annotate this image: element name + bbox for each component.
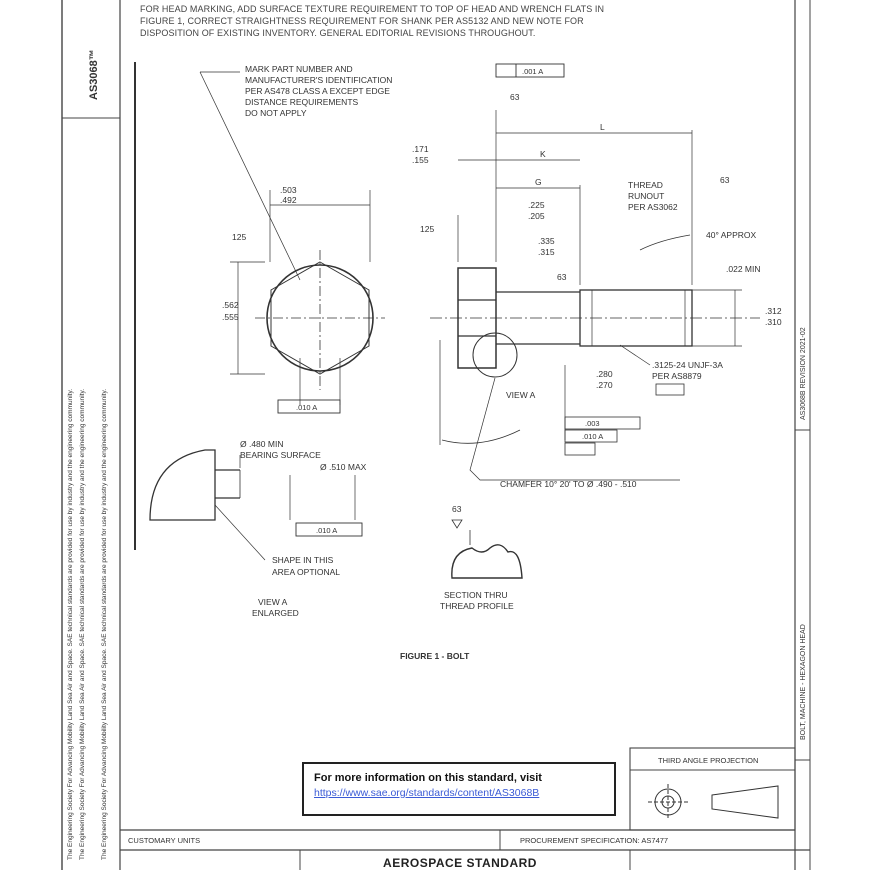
shank-dia-bottom: .315 [538, 247, 555, 257]
svg-text:.3125-24 UNJF-3A: .3125-24 UNJF-3A [652, 360, 723, 370]
shank-ref-top: .280 [596, 369, 613, 379]
right-strip-text-1: BOLT, MACHINE - HEXAGON HEAD [800, 624, 807, 740]
svg-text:DISTANCE REQUIREMENTS: DISTANCE REQUIREMENTS [245, 97, 359, 107]
svg-text:BEARING SURFACE: BEARING SURFACE [240, 450, 321, 460]
shank-len-top: .225 [528, 200, 545, 210]
view-a-enlarged-drawing [149, 449, 356, 561]
svg-text:.001 A: .001 A [522, 67, 543, 76]
svg-text:MARK PART NUMBER AND: MARK PART NUMBER AND [245, 64, 353, 74]
svg-text:PER AS8879: PER AS8879 [652, 371, 702, 381]
svg-text:FOR HEAD MARKING, ADD SURFACE: FOR HEAD MARKING, ADD SURFACE TEXTURE RE… [140, 4, 604, 14]
view-a-enlarged-caption: VIEW A ENLARGED [252, 597, 299, 618]
aerospace-standard-title: AEROSPACE STANDARD [383, 856, 537, 870]
bearing-max-note: Ø .510 MAX [320, 462, 367, 472]
svg-text:FIGURE 1, CORRECT STRAIGHTNESS: FIGURE 1, CORRECT STRAIGHTNESS REQUIREME… [140, 16, 584, 26]
roughness-left: 125 [420, 224, 434, 234]
roughness-top: 63 [510, 92, 520, 102]
head-ht-top: .171 [412, 144, 429, 154]
projection-label: THIRD ANGLE PROJECTION [658, 756, 758, 765]
bolt-side-view [430, 110, 760, 481]
bearing-note: Ø .480 MIN BEARING SURFACE [240, 439, 321, 460]
min-dim-note: .022 MIN [726, 264, 761, 274]
across-flats-dim-bottom: .492 [280, 195, 297, 205]
section-thru-caption: SECTION THRU THREAD PROFILE [440, 590, 514, 611]
fcf-shank-1: .003 [585, 419, 600, 428]
approx-angle-note: 40° APPROX [706, 230, 757, 240]
label-K: K [540, 149, 546, 159]
right-strip-text-2: AS3068B REVISION 2021-02 [800, 327, 807, 420]
svg-text:MANUFACTURER'S IDENTIFICATION: MANUFACTURER'S IDENTIFICATION [245, 75, 392, 85]
thread-runout-note: THREAD RUNOUT PER AS3062 [628, 180, 678, 212]
view-a-label: VIEW A [506, 390, 536, 400]
chamfer-note: CHAMFER 10° 20' TO Ø .490 - .510 [500, 479, 637, 489]
thread-dia-top: .312 [765, 306, 782, 316]
procurement-spec: PROCUREMENT SPECIFICATION: AS7477 [520, 836, 668, 845]
document-id-vertical: AS3068™ [88, 49, 100, 100]
mark-part-note: MARK PART NUMBER AND MANUFACTURER'S IDEN… [245, 64, 392, 118]
svg-text:DO NOT APPLY: DO NOT APPLY [245, 108, 307, 118]
third-angle-projection-symbol [648, 784, 779, 820]
svg-text:.010 A: .010 A [296, 403, 317, 412]
label-G: G [535, 177, 542, 187]
svg-text:PER AS3062: PER AS3062 [628, 202, 678, 212]
across-flats-dim-top: .503 [280, 185, 297, 195]
head-dia-dim-top: .562 [222, 300, 239, 310]
side-notice-vertical-2: The Engineering Society For Advancing Mo… [79, 389, 86, 860]
roughness-head: 125 [232, 232, 246, 242]
shank-dia-top: .335 [538, 236, 555, 246]
roughness-thread-profile: 63 [452, 504, 462, 514]
side-notice-vertical-3: The Engineering Society For Advancing Mo… [101, 389, 108, 860]
datum-box-top: .001 A [495, 63, 565, 78]
revision-note: FOR HEAD MARKING, ADD SURFACE TEXTURE RE… [140, 4, 604, 38]
shank-len-bottom: .205 [528, 211, 545, 221]
fcf-head: .010 A [277, 399, 341, 414]
shank-ref-bottom: .270 [596, 380, 613, 390]
svg-text:VIEW A: VIEW A [258, 597, 288, 607]
head-ht-bottom: .155 [412, 155, 429, 165]
sheet-frame [61, 0, 811, 870]
svg-text:RUNOUT: RUNOUT [628, 191, 664, 201]
label-L: L [600, 122, 605, 132]
svg-text:SECTION THRU: SECTION THRU [444, 590, 508, 600]
thread-spec-note: .3125-24 UNJF-3A PER AS8879 [652, 360, 723, 396]
roughness-shank: 63 [557, 272, 567, 282]
svg-text:Ø .480 MIN: Ø .480 MIN [240, 439, 283, 449]
fcf-shank-2: .010 A [582, 432, 603, 441]
more-info-box: For more information on this standard, v… [302, 762, 616, 816]
customary-units: CUSTOMARY UNITS [128, 836, 200, 845]
fcf-view-a: .010 A [295, 522, 363, 537]
standard-link[interactable]: https://www.sae.org/standards/content/AS… [314, 787, 540, 799]
roughness-thread: 63 [720, 175, 730, 185]
svg-text:THREAD: THREAD [628, 180, 663, 190]
fcf-shank [564, 416, 641, 456]
svg-text:.010 A: .010 A [316, 526, 337, 535]
head-end-view [199, 71, 385, 405]
head-dia-dim-bottom: .555 [222, 312, 239, 322]
thread-profile-section [451, 519, 523, 579]
figure-caption: FIGURE 1 - BOLT [400, 651, 470, 661]
svg-text:SHAPE IN THIS: SHAPE IN THIS [272, 555, 334, 565]
svg-text:AREA OPTIONAL: AREA OPTIONAL [272, 567, 340, 577]
svg-text:DISPOSITION OF EXISTING INVENT: DISPOSITION OF EXISTING INVENTORY. GENER… [140, 28, 535, 38]
side-notice-vertical: The Engineering Society For Advancing Mo… [67, 389, 74, 860]
thread-dia-bottom: .310 [765, 317, 782, 327]
svg-text:THREAD PROFILE: THREAD PROFILE [440, 601, 514, 611]
svg-text:ENLARGED: ENLARGED [252, 608, 299, 618]
svg-text:PER AS478 CLASS A EXCEPT EDGE: PER AS478 CLASS A EXCEPT EDGE [245, 86, 390, 96]
shape-optional-note: SHAPE IN THIS AREA OPTIONAL [272, 555, 340, 577]
more-info-title: For more information on this standard, v… [314, 772, 542, 784]
